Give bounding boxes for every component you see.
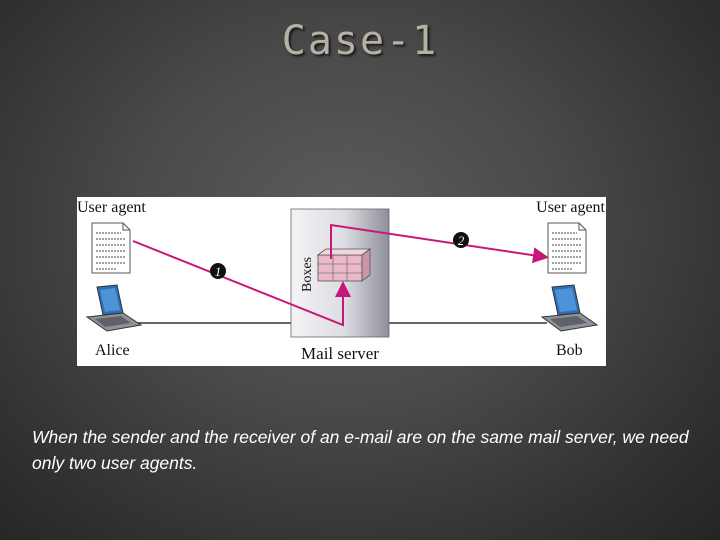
left-document-icon <box>91 222 131 274</box>
bob-laptop-icon <box>540 284 599 332</box>
arrow-step1 <box>132 240 351 327</box>
step1-label: 1 <box>215 264 222 279</box>
mail-server-diagram: 1 2 User agent User agent Alice Bob Mail… <box>77 197 606 366</box>
alice-label: Alice <box>95 342 130 359</box>
step1-badge <box>210 263 226 279</box>
step2-label: 2 <box>458 233 465 248</box>
mailboxes-icon <box>316 248 372 282</box>
step2-badge <box>453 232 469 248</box>
arrow-step2 <box>330 223 549 264</box>
bob-label: Bob <box>556 342 583 359</box>
alice-laptop-icon <box>85 284 143 332</box>
boxes-label: Boxes <box>300 257 315 292</box>
left-user-agent-label: User agent <box>77 199 146 216</box>
slide-title: Case-1 <box>281 18 439 64</box>
slide-caption: When the sender and the receiver of an e… <box>32 427 689 473</box>
right-user-agent-label: User agent <box>536 199 605 216</box>
right-document-icon <box>547 222 587 274</box>
mail-server-label: Mail server <box>301 344 379 363</box>
